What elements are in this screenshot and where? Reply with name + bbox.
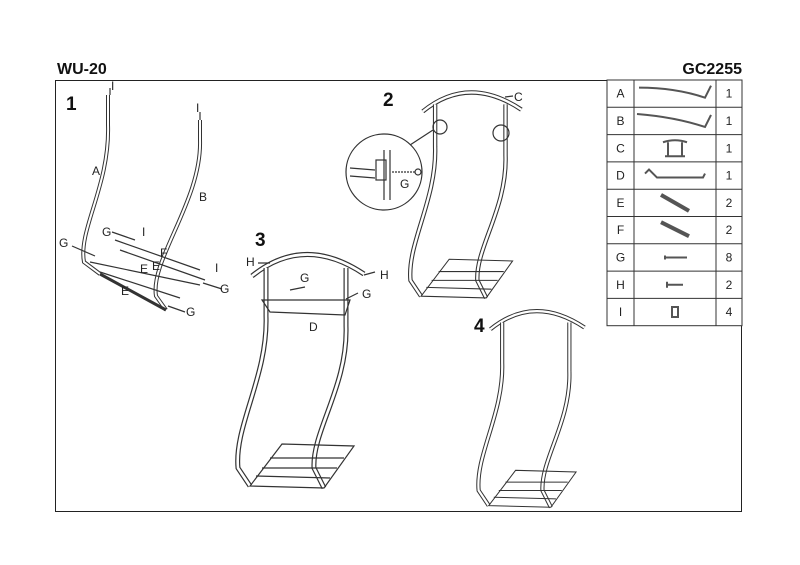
detail-callout [345,133,423,211]
side-tube [311,268,349,490]
label-e: E [140,262,148,276]
part-quantity: 2 [726,278,733,292]
part-letter: E [616,196,624,210]
product-code: GC2255 [682,61,742,78]
part-quantity: 1 [726,141,733,155]
step-3-drawing [235,252,366,490]
label-g: G [102,225,111,239]
base [419,258,514,299]
part-quantity: 1 [726,169,733,183]
detail-marker [492,124,510,142]
label-g: G [220,282,229,296]
side-tube [540,322,572,509]
bar-d-icon [644,168,706,179]
label-e: E [121,284,129,298]
part-quantity: 1 [726,114,733,128]
step-4-drawing [476,309,586,509]
part-quantity: 1 [726,87,733,101]
base [487,469,578,508]
label-g: G [300,271,309,285]
step-4-number: 4 [474,316,485,337]
part-quantity: 4 [726,305,733,319]
step-2-number: 2 [383,90,394,111]
part-letter: F [617,223,624,237]
model-number: WU-20 [57,61,107,78]
side-tube [408,104,438,298]
part-letter: G [616,250,625,264]
label-h: H [246,255,255,269]
label-b: B [199,190,207,204]
part-letter: I [619,305,622,319]
curved-tube-b-icon [636,112,712,129]
base [248,443,356,489]
label-h: H [380,268,389,282]
label-f: F [160,246,167,260]
nut-i-icon [671,306,679,319]
part-letter: H [616,278,625,292]
label-i: I [111,79,114,93]
label-i: I [196,101,199,115]
part-quantity: 8 [726,250,733,264]
label-g: G [186,305,195,319]
step-3-number: 3 [255,230,266,251]
label-c: C [514,90,523,104]
side-tube [475,104,508,299]
part-letter: D [616,169,625,183]
label-i: I [142,225,145,239]
part-quantity: 2 [726,223,733,237]
part-quantity: 2 [726,196,733,210]
label-g: G [400,177,409,191]
rod-e-icon [660,193,690,213]
label-i: I [215,261,218,275]
rod-f-icon [660,220,690,238]
bar-d [260,299,351,316]
part-letter: B [616,114,624,128]
step-1-drawing [71,88,223,313]
hanger-top-c-icon [662,139,688,158]
step-2-drawing [408,90,523,299]
part-letter: A [616,87,624,101]
curved-tube-a-icon [638,85,712,99]
label-e: E [152,259,160,273]
step-1-number: 1 [66,94,77,115]
label-g: G [59,236,68,250]
screw-g-icon [664,255,687,260]
side-tube [476,322,505,507]
label-g: G [362,287,371,301]
detail-marker [432,119,448,135]
part-letter: C [616,141,625,155]
cap-screw-h-icon [666,281,683,288]
label-a: A [92,164,100,178]
label-d: D [309,320,318,334]
